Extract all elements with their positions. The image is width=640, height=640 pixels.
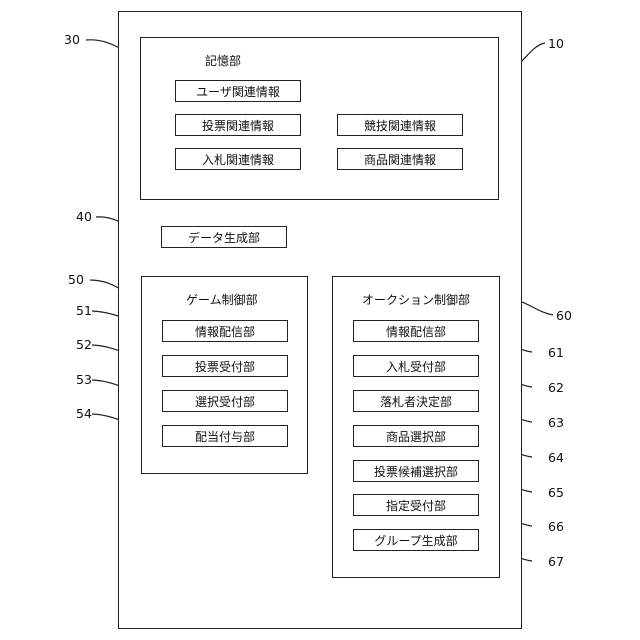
ref-61: 61: [548, 345, 564, 360]
ref-66: 66: [548, 519, 564, 534]
auction-item-info-dist: 情報配信部: [353, 320, 479, 342]
ref-10: 10: [548, 36, 564, 51]
storage-item-user: ユーザ関連情報: [175, 80, 301, 102]
data-gen-unit: データ生成部: [161, 226, 287, 248]
auction-item-designation-accept: 指定受付部: [353, 494, 479, 516]
auction-item-group-gen: グループ生成部: [353, 529, 479, 551]
auction-control-title: オークション制御部: [362, 291, 470, 308]
ref-53: 53: [76, 372, 92, 387]
storage-item-goods: 商品関連情報: [337, 148, 463, 170]
storage-item-vote: 投票関連情報: [175, 114, 301, 136]
ref-60: 60: [556, 308, 572, 323]
ref-52: 52: [76, 337, 92, 352]
ref-54: 54: [76, 406, 92, 421]
ref-30: 30: [64, 32, 80, 47]
game-item-payout: 配当付与部: [162, 425, 288, 447]
ref-40: 40: [76, 209, 92, 224]
ref-67: 67: [548, 554, 564, 569]
game-item-vote-accept: 投票受付部: [162, 355, 288, 377]
ref-62: 62: [548, 380, 564, 395]
leader-10: [521, 43, 545, 62]
auction-item-goods-select: 商品選択部: [353, 425, 479, 447]
auction-item-vote-candidate: 投票候補選択部: [353, 460, 479, 482]
auction-item-winner-decide: 落札者決定部: [353, 390, 479, 412]
storage-item-race: 競技関連情報: [337, 114, 463, 136]
ref-65: 65: [548, 485, 564, 500]
ref-63: 63: [548, 415, 564, 430]
game-control-title: ゲーム制御部: [186, 291, 258, 308]
ref-51: 51: [76, 303, 92, 318]
storage-item-bid: 入札関連情報: [175, 148, 301, 170]
ref-50: 50: [68, 272, 84, 287]
game-item-select-accept: 選択受付部: [162, 390, 288, 412]
auction-item-bid-accept: 入札受付部: [353, 355, 479, 377]
game-item-info-dist: 情報配信部: [162, 320, 288, 342]
ref-64: 64: [548, 450, 564, 465]
storage-title: 記憶部: [205, 52, 241, 69]
